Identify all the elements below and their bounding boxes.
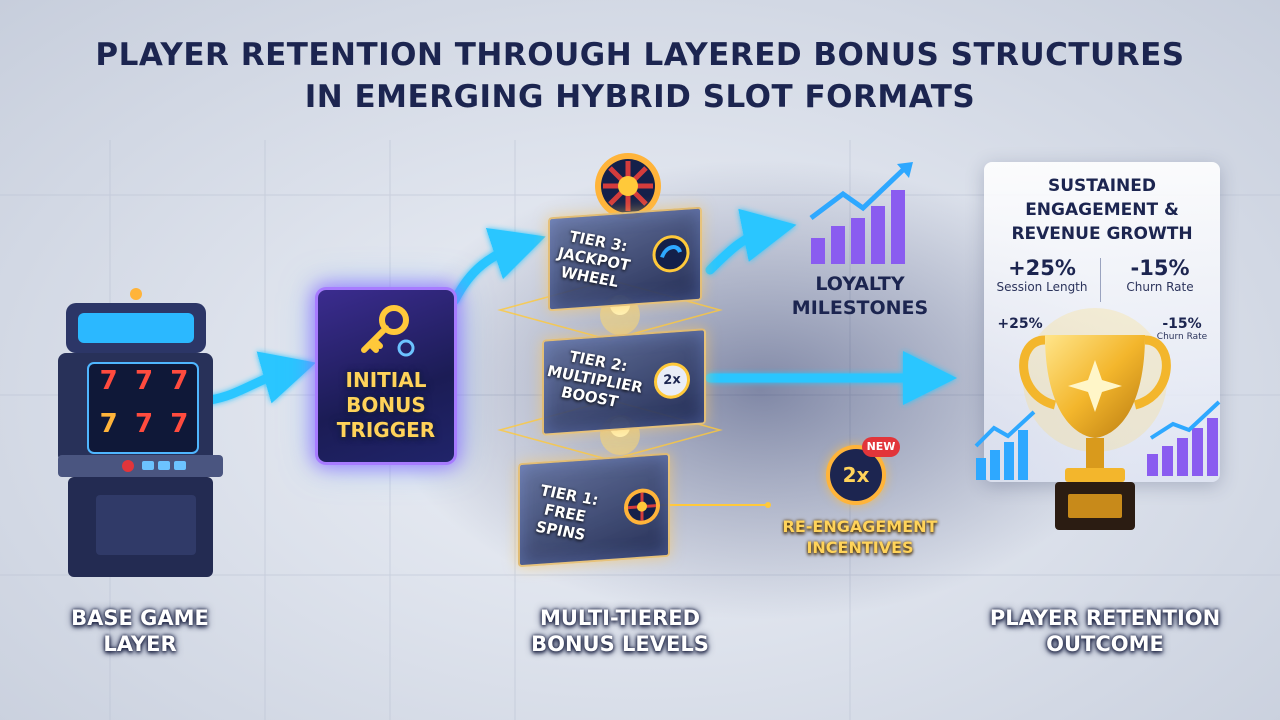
base-game-line-1: BASE GAME	[71, 606, 209, 630]
reel-symbol: 7	[134, 366, 154, 396]
trigger-line-2: BONUS	[346, 393, 426, 417]
key-icon	[361, 305, 415, 357]
base-game-line-2: LAYER	[103, 632, 177, 656]
reel-symbol: 7	[99, 409, 118, 439]
arrow-trigger-to-tiers	[450, 227, 546, 305]
tier-1-roulette-icon	[624, 488, 660, 525]
kpi-divider	[1100, 258, 1101, 302]
small-kpi-value: -15%	[1162, 316, 1202, 332]
trophy-icon	[1019, 308, 1171, 530]
outcome-line-2: OUTCOME	[1046, 632, 1164, 656]
stage-label-bonus-levels: MULTI-TIERED BONUS LEVELS	[500, 605, 740, 657]
outcome-heading-3: REVENUE GROWTH	[1011, 224, 1193, 244]
trigger-line-1: INITIAL	[345, 368, 427, 392]
reel-symbol: 7	[99, 366, 118, 396]
reengagement-line-1: RE-ENGAGEMENT	[782, 517, 938, 536]
reengagement-badge-text: 2x	[842, 463, 870, 487]
new-tag: NEW	[862, 437, 900, 457]
slot-reels: 7 7 7 7 7 7	[92, 366, 196, 450]
outcome-heading-1: SUSTAINED	[1047, 176, 1156, 196]
trigger-line-3: TRIGGER	[336, 418, 436, 442]
roulette-wheel-icon	[595, 153, 661, 219]
tier-2-badge: 2x	[663, 372, 681, 389]
kpi-value: +25%	[1008, 256, 1076, 280]
outcome-heading: SUSTAINED ENGAGEMENT & REVENUE GROWTH	[984, 174, 1220, 246]
stage-label-base-game: BASE GAME LAYER	[40, 605, 240, 657]
tier-2-label: TIER 2: MULTIPLIER BOOST	[541, 344, 647, 414]
stage-label-outcome: PLAYER RETENTION OUTCOME	[970, 605, 1240, 657]
bar-chart-icon	[809, 162, 913, 264]
bonus-levels-line-1: MULTI-TIERED	[539, 606, 701, 630]
tier-1-cube: TIER 1: FREE SPINS	[517, 452, 670, 568]
small-kpi-left: +25%	[997, 316, 1043, 332]
tier-3-label: TIER 3: JACKPOT WHEEL	[549, 226, 640, 293]
slot-machine-icon	[58, 288, 223, 577]
side-chart-right-icon	[1147, 400, 1221, 476]
reengagement-badge-icon: 2x	[826, 445, 886, 505]
bonus-levels-line-2: BONUS LEVELS	[531, 632, 709, 656]
title-line-1: PLAYER RETENTION THROUGH LAYERED BONUS S…	[95, 37, 1185, 73]
small-kpi-right: -15% Churn Rate	[1152, 316, 1212, 342]
loyalty-line-2: MILESTONES	[791, 297, 929, 319]
reel-symbol: 7	[170, 409, 189, 439]
tier-1-label: TIER 1: FREE SPINS	[517, 479, 614, 547]
reengagement-label: RE-ENGAGEMENT INCENTIVES	[760, 516, 960, 558]
tier-3-cube: TIER 3: JACKPOT WHEEL	[548, 206, 702, 312]
side-chart-left-icon	[974, 410, 1036, 480]
kpi-label: Churn Rate	[1126, 280, 1194, 294]
kpi-value: -15%	[1130, 256, 1190, 280]
outcome-line-1: PLAYER RETENTION	[989, 606, 1221, 630]
page-title: PLAYER RETENTION THROUGH LAYERED BONUS S…	[0, 34, 1280, 118]
multiplier-badge-icon: 2x	[654, 361, 690, 400]
reel-symbol: 7	[170, 366, 189, 396]
new-tag-text: NEW	[866, 440, 896, 453]
trigger-label: INITIAL BONUS TRIGGER	[318, 368, 454, 443]
reengagement-line-2: INCENTIVES	[806, 538, 914, 557]
reel-symbol: 7	[134, 409, 154, 439]
initial-bonus-trigger-card: INITIAL BONUS TRIGGER	[318, 290, 454, 462]
kpi-label: Session Length	[996, 280, 1088, 294]
outcome-heading-2: ENGAGEMENT &	[1025, 200, 1179, 220]
kpi-churn-rate: -15% Churn Rate	[1108, 256, 1212, 294]
tier-3-emblem-icon	[652, 235, 690, 273]
tier-2-cube: TIER 2: MULTIPLIER BOOST 2x	[541, 328, 706, 436]
loyalty-milestones-label: LOYALTY MILESTONES	[770, 272, 950, 320]
loyalty-line-1: LOYALTY	[815, 273, 905, 295]
title-line-2: IN EMERGING HYBRID SLOT FORMATS	[304, 79, 976, 115]
arrow-tiers-to-loyalty	[705, 208, 797, 275]
small-kpi-label: Churn Rate	[1156, 332, 1208, 342]
arrow-base-to-trigger	[205, 351, 316, 405]
kpi-session-length: +25% Session Length	[990, 256, 1094, 294]
